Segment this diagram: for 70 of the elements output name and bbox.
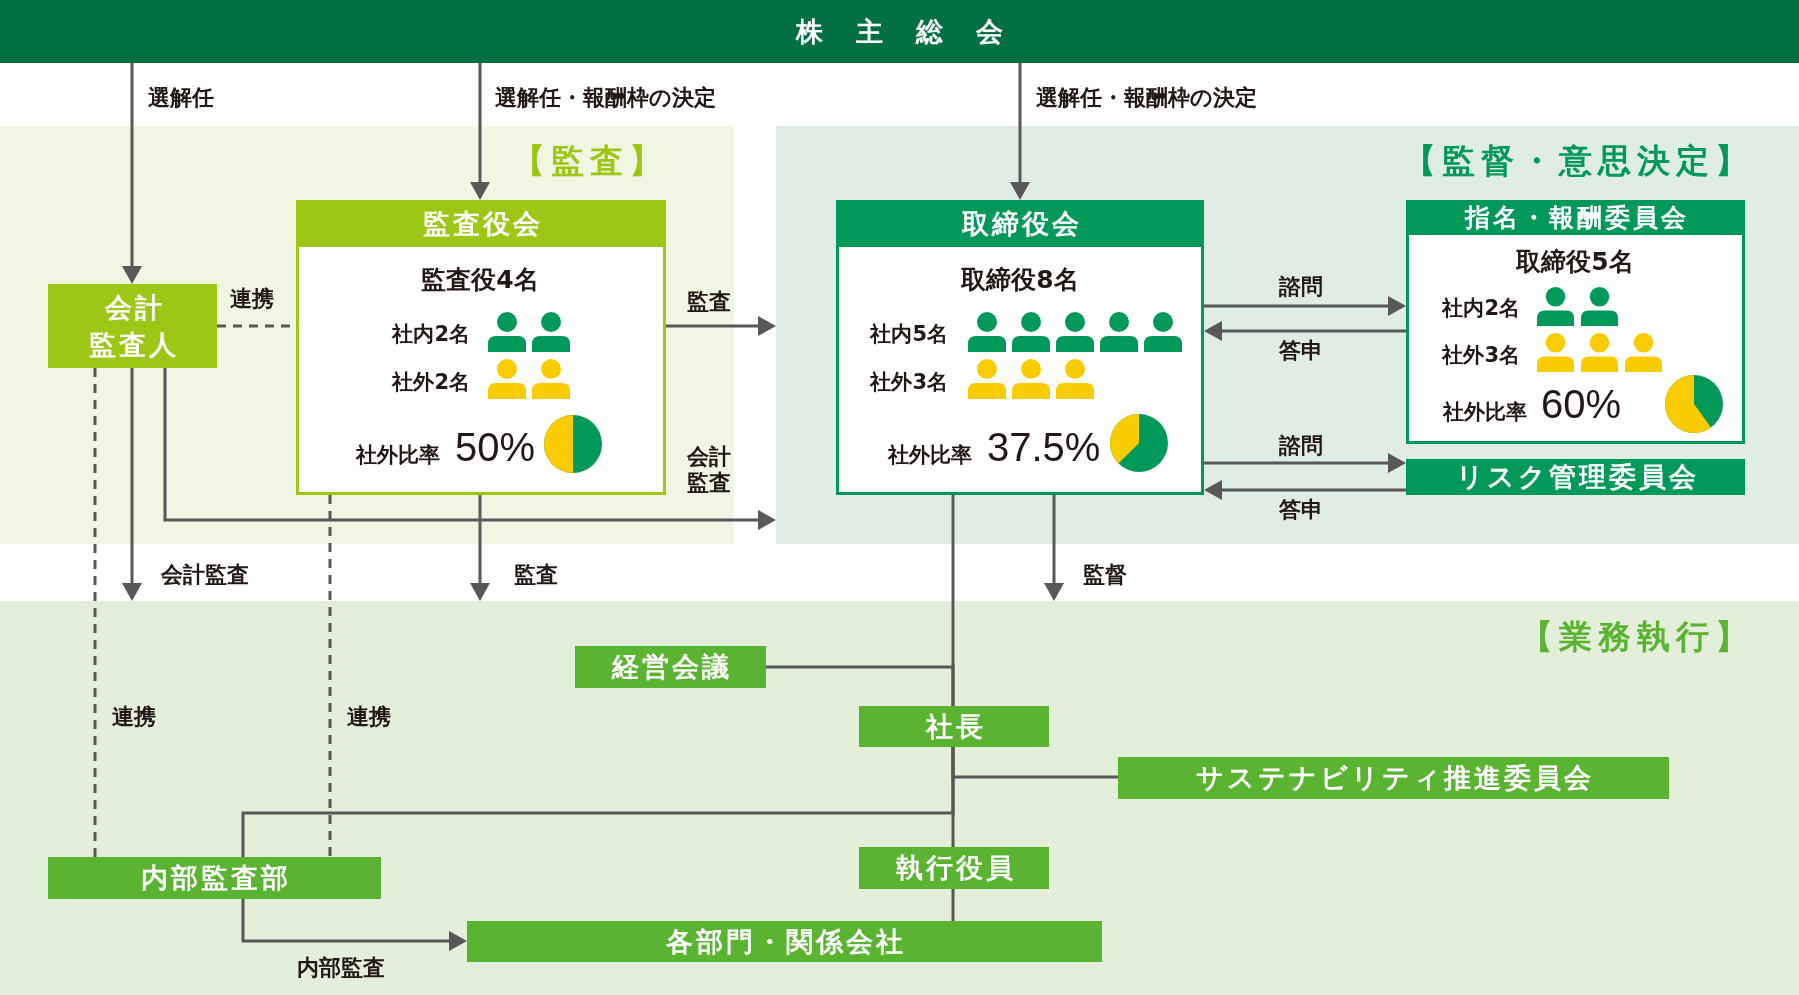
connector-line [951,889,955,921]
arrow [1204,296,1406,316]
ratio-value: 37.5% [987,427,1101,467]
unit-box: 経営会議 [575,646,766,688]
edge-label: 選解任・報酬枠の決定 [1036,84,1257,112]
section-label: 【監督・意思決定】 [1403,144,1754,177]
edge-label: 監督 [1083,561,1127,589]
unit-box: リスク管理委員会 [1406,459,1745,495]
edge-label: 諮問 [1279,432,1323,460]
unit-box: 会計監査人 [48,284,217,368]
arrow [1204,480,1406,500]
unit-box: 社長 [859,706,1049,747]
arrow [1204,321,1406,341]
section-band [776,126,1799,544]
unit-box: 各部門・関係会社 [467,921,1102,962]
member-count: 監査役4名 [421,266,539,292]
arrow [1010,63,1030,200]
edge-label: 選解任・報酬枠の決定 [495,84,716,112]
member-count: 取締役8名 [961,266,1079,292]
connector-line [766,665,955,706]
count-label: 社内2名 [392,323,470,345]
edge-label: 諮問 [1279,273,1323,301]
title-bar: 指名・報酬委員会 [1409,203,1742,235]
edge-label: 監査 [687,288,731,316]
ratio-label: 社外比率 [356,444,440,466]
arrow [470,63,490,200]
arrow [666,316,776,336]
count-label: 社外3名 [870,371,948,393]
edge-label: 内部監査 [297,954,385,982]
arrow [163,368,776,530]
unit-box: サステナビリティ推進委員会 [1118,757,1669,799]
header-bar: 株主総会 [0,0,1799,63]
count-label: 社外2名 [392,371,470,393]
dashed-line [328,495,332,857]
arrow [122,63,142,284]
edge-label: 監査 [514,561,558,589]
ratio-label: 社外比率 [1443,401,1527,423]
section-label: 【監査】 [512,144,668,177]
edge-label: 連携 [112,703,156,731]
arrow [1204,453,1406,473]
ratio-label: 社外比率 [888,444,972,466]
title-bar: 監査役会 [299,203,663,247]
edge-label: 連携 [230,285,274,313]
section-label: 【業務執行】 [1520,620,1754,653]
connector-line [951,747,955,847]
panel-box [1406,200,1745,444]
unit-box: 執行役員 [859,847,1049,889]
edge-label: 会計監査 [161,561,249,589]
panel-box [836,200,1204,495]
arrow [122,368,142,601]
ratio-value: 60% [1541,384,1622,424]
count-label: 社内2名 [1442,297,1520,319]
panel-box [296,200,666,495]
count-label: 社外3名 [1442,344,1520,366]
dashed-line [93,368,97,857]
ratio-value: 50% [455,427,536,467]
member-count: 取締役5名 [1516,248,1634,274]
edge-label: 連携 [347,703,391,731]
arrow [241,899,467,951]
edge-label: 会計監査 [687,443,732,497]
edge-label: 答申 [1279,337,1323,365]
unit-box: 内部監査部 [48,857,381,899]
section-band [0,126,734,544]
edge-label: 選解任 [148,84,214,112]
count-label: 社内5名 [870,323,948,345]
arrow [470,495,490,601]
title-bar: 取締役会 [839,203,1201,247]
section-band [0,601,1799,995]
edge-label: 答申 [1279,496,1323,524]
arrow [1044,495,1064,601]
